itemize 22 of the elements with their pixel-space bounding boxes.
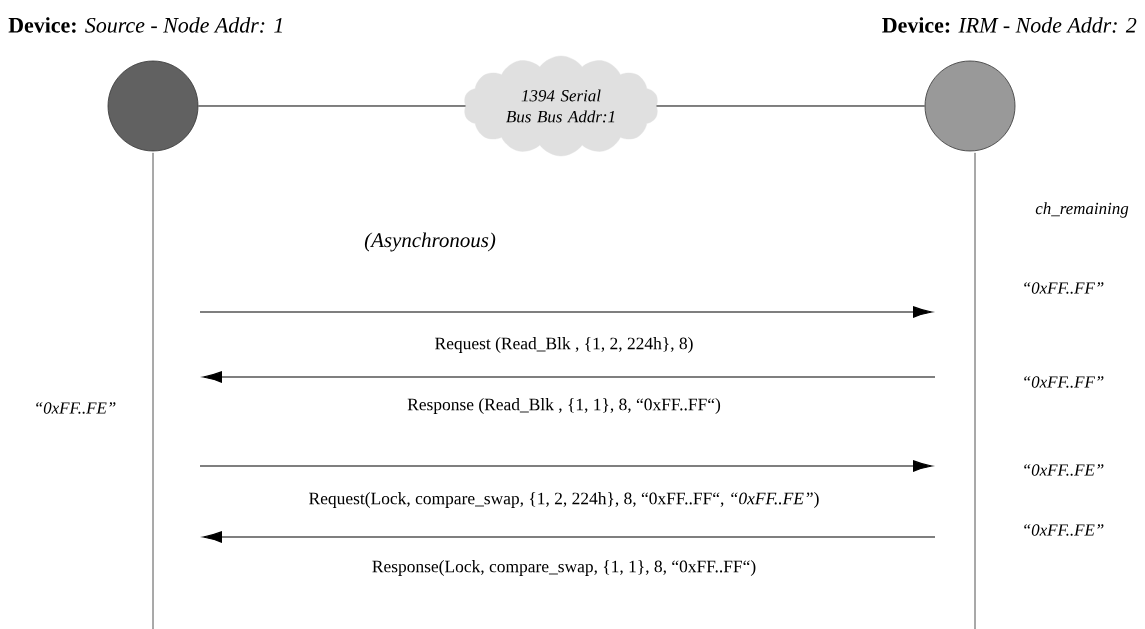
message-arrow (199, 306, 933, 318)
device-heading: Device: Source - Node Addr: 1 (8, 17, 282, 33)
message-arrow (199, 460, 933, 472)
value-label: “0xFF..FF” (1024, 282, 1104, 294)
bus-line (656, 105, 926, 107)
message-label: Response (Read_Blk , {1, 1}, 8, “0xFF..FF“) (407, 398, 721, 414)
message-label: Request(Lock, compare_swap, {1, 2, 224h}, 8, “0xFF..FF“, “0xFF..FE”) (309, 492, 819, 508)
message-label: Request (Read_Blk , {1, 2, 224h}, 8) (435, 337, 693, 353)
value-label: (Asynchronous) (364, 232, 496, 252)
value-label: ch_remaining (1035, 202, 1129, 218)
value-label: “0xFF..FE” (1024, 524, 1104, 536)
bus-cloud: 1394 Serial Bus Bus Addr:1 (464, 55, 658, 157)
message-arrow (202, 371, 936, 383)
message-label: Response(Lock, compare_swap, {1, 1}, 8, “0xFF..FF“) (372, 560, 756, 576)
value-label: “0xFF..FE” (1024, 464, 1104, 476)
device-heading: Device: IRM - Node Addr: 2 (882, 17, 1137, 33)
lifeline (974, 152, 976, 629)
bus-line (197, 105, 467, 107)
message-arrow (202, 531, 936, 543)
value-label: “0xFF..FF” (1024, 376, 1104, 388)
value-label: “0xFF..FE” (36, 402, 116, 414)
lifeline (152, 152, 154, 629)
